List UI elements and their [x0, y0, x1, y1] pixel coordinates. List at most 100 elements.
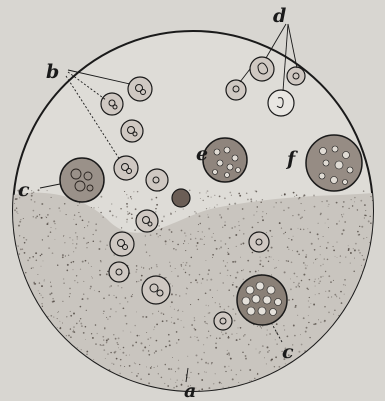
- stipple-dot: [124, 366, 125, 367]
- stipple-dot: [348, 208, 349, 209]
- stipple-dot: [209, 207, 210, 208]
- stipple-dot: [125, 297, 127, 299]
- stipple-dot: [351, 353, 353, 355]
- stipple-dot: [199, 215, 201, 217]
- stipple-dot: [93, 359, 94, 360]
- stipple-dot: [329, 359, 330, 360]
- stipple-dot: [161, 349, 163, 351]
- stipple-dot: [62, 256, 64, 258]
- stipple-dot: [366, 289, 367, 290]
- stipple-dot: [343, 352, 344, 353]
- stipple-dot: [339, 262, 340, 263]
- stipple-dot: [367, 283, 369, 285]
- stipple-dot: [115, 351, 117, 353]
- stipple-dot: [9, 291, 11, 293]
- stipple-dot: [57, 327, 58, 328]
- stipple-dot: [305, 331, 307, 333]
- stipple-dot: [343, 201, 345, 203]
- stipple-dot: [240, 327, 242, 329]
- stipple-dot: [135, 363, 136, 364]
- stipple-dot: [183, 243, 184, 244]
- stipple-dot: [291, 393, 293, 395]
- stipple-dot: [306, 327, 308, 329]
- stipple-dot: [166, 277, 167, 278]
- stipple-dot: [250, 339, 251, 340]
- stipple-dot: [189, 189, 191, 191]
- stipple-dot: [155, 211, 156, 212]
- stipple-dot: [11, 237, 13, 239]
- stipple-dot: [238, 327, 239, 328]
- stipple-dot: [304, 210, 305, 211]
- stipple-dot: [160, 235, 161, 236]
- stipple-dot: [64, 377, 66, 379]
- stipple-dot: [308, 301, 309, 302]
- stipple-dot: [309, 297, 310, 298]
- stipple-dot: [310, 369, 312, 371]
- stipple-dot: [57, 312, 58, 313]
- stipple-dot: [155, 208, 157, 210]
- stipple-dot: [343, 229, 345, 231]
- stipple-dot: [315, 294, 316, 295]
- stipple-dot: [308, 315, 309, 316]
- stipple-dot: [116, 216, 118, 218]
- stipple-dot: [172, 357, 173, 358]
- cell: [114, 156, 138, 180]
- stipple-dot: [255, 271, 257, 273]
- stipple-dot: [251, 201, 253, 203]
- stipple-dot: [257, 206, 258, 207]
- stipple-dot: [52, 368, 53, 369]
- stipple-dot: [147, 338, 149, 340]
- stipple-dot: [326, 350, 327, 351]
- stipple-dot: [91, 276, 92, 277]
- stipple-dot: [239, 339, 240, 340]
- stipple-dot: [267, 250, 269, 252]
- stipple-dot: [99, 291, 100, 292]
- stipple-dot: [364, 218, 365, 219]
- stipple-dot: [316, 371, 318, 373]
- stipple-dot: [260, 326, 261, 327]
- stipple-dot: [41, 217, 43, 219]
- stipple-dot: [308, 322, 309, 323]
- stipple-dot: [227, 275, 228, 276]
- stipple-dot: [165, 346, 167, 348]
- stipple-dot: [366, 358, 368, 360]
- stipple-dot: [221, 332, 222, 333]
- stipple-dot: [124, 191, 125, 192]
- stipple-dot: [12, 279, 14, 281]
- stipple-dot: [34, 283, 36, 285]
- stipple-dot: [298, 214, 300, 216]
- stipple-dot: [176, 342, 178, 344]
- stipple-dot: [170, 265, 171, 266]
- stipple-dot: [259, 352, 260, 353]
- stipple-dot: [206, 305, 207, 306]
- stipple-dot: [190, 234, 191, 235]
- stipple-dot: [60, 210, 61, 211]
- stipple-dot: [301, 344, 303, 346]
- stipple-dot: [102, 344, 104, 346]
- stipple-dot: [317, 258, 318, 259]
- stipple-dot: [303, 317, 305, 319]
- stipple-dot: [200, 238, 202, 240]
- stipple-dot: [217, 290, 218, 291]
- stipple-dot: [165, 240, 167, 242]
- stipple-dot: [181, 320, 182, 321]
- stipple-dot: [79, 320, 80, 321]
- stipple-dot: [173, 322, 175, 324]
- stipple-dot: [42, 239, 43, 240]
- stipple-dot: [26, 345, 27, 346]
- stipple-dot: [58, 207, 60, 209]
- stipple-dot: [149, 255, 150, 256]
- stipple-dot: [49, 293, 51, 295]
- stipple-dot: [170, 306, 171, 307]
- stipple-dot: [20, 292, 21, 293]
- stipple-dot: [364, 352, 365, 353]
- stipple-dot: [103, 386, 105, 388]
- stipple-dot: [346, 318, 347, 319]
- stipple-dot: [35, 252, 37, 254]
- stipple-dot: [123, 347, 125, 349]
- stipple-dot: [341, 233, 343, 235]
- stipple-dot: [223, 387, 224, 388]
- stipple-dot: [336, 242, 337, 243]
- stipple-dot: [297, 251, 299, 253]
- stipple-dot: [95, 343, 97, 345]
